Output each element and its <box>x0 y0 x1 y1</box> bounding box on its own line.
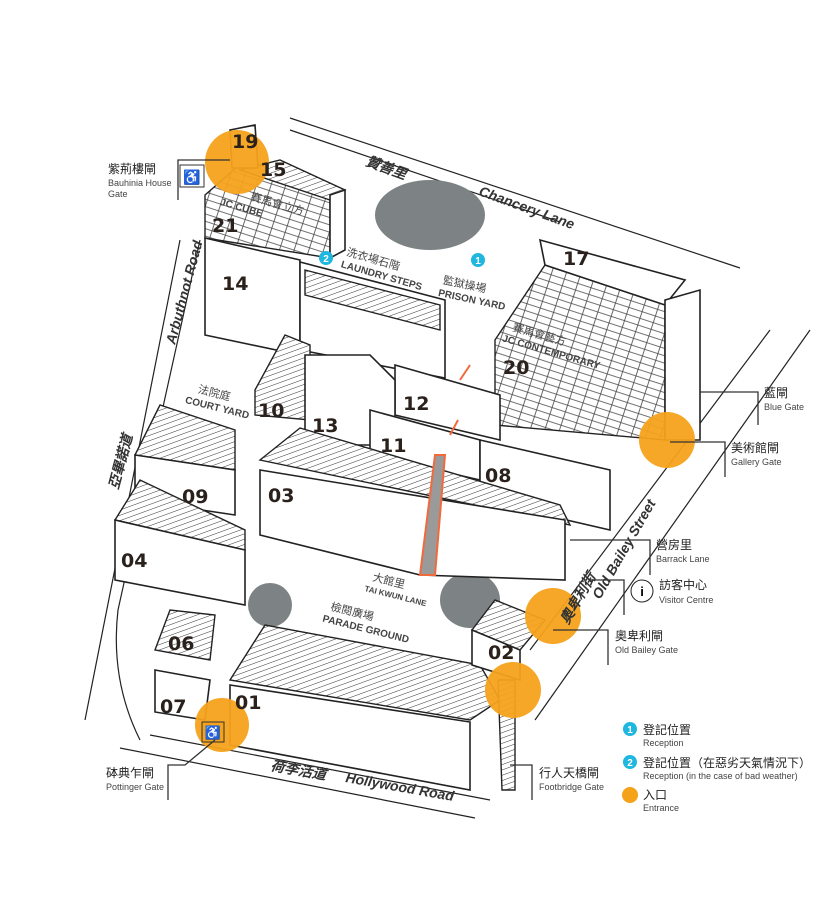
legend-item-reception: 1 登記位置 Reception <box>623 722 691 748</box>
svg-text:行人天橋閘: 行人天橋閘 <box>539 766 599 780</box>
streets <box>84 117 811 819</box>
svg-text:登記位置（在惡劣天氣情況下）: 登記位置（在惡劣天氣情況下） <box>643 755 811 770</box>
svg-text:訪客中心: 訪客中心 <box>659 577 707 592</box>
svg-text:亞畢諾道: 亞畢諾道 <box>105 430 136 491</box>
svg-text:Pottinger Gate: Pottinger Gate <box>106 782 164 792</box>
svg-text:藍閘: 藍閘 <box>764 386 788 400</box>
legend-item-entrance: 入口 Entrance <box>622 787 679 813</box>
building-number: 09 <box>182 486 208 508</box>
svg-text:Arbuthnot Road: Arbuthnot Road <box>162 238 205 346</box>
svg-text:Reception (in the case of bad: Reception (in the case of bad weather) <box>643 771 798 781</box>
svg-text:入口: 入口 <box>643 788 667 802</box>
svg-text:贊善里: 贊善里 <box>364 153 411 183</box>
tai-kwun-lane-path <box>418 454 447 576</box>
info-icon: i <box>630 579 654 603</box>
svg-text:Footbridge Gate: Footbridge Gate <box>539 782 604 792</box>
building-number: 02 <box>488 642 514 664</box>
building-number: 14 <box>222 273 248 295</box>
svg-text:2: 2 <box>323 254 329 265</box>
building-06 <box>154 609 216 661</box>
svg-text:Gallery Gate: Gallery Gate <box>731 457 782 467</box>
building-number: 20 <box>503 357 529 379</box>
reception-badge-2: 2 <box>319 251 333 265</box>
svg-text:i: i <box>640 584 644 599</box>
svg-text:1: 1 <box>627 725 633 736</box>
svg-text:營房里: 營房里 <box>656 537 692 552</box>
building-number: 10 <box>258 400 284 422</box>
entrance-footbridge <box>485 662 541 718</box>
building-number: 17 <box>563 248 589 270</box>
building-number: 03 <box>268 485 294 507</box>
legend-item-reception-bad-weather: 2 登記位置（在惡劣天氣情況下） Reception (in the case … <box>623 755 811 781</box>
svg-text:Barrack Lane: Barrack Lane <box>656 554 710 564</box>
building-number: 06 <box>168 633 194 655</box>
gate-callouts: 紫荊樓閘 Bauhinia House Gate 藍閘 Blue Gate 美術… <box>106 159 804 800</box>
svg-text:紫荊樓閘: 紫荊樓閘 <box>108 161 156 176</box>
svg-text:♿: ♿ <box>183 169 200 186</box>
entrance-gallery <box>639 412 695 468</box>
building-number: 11 <box>380 435 406 457</box>
building-number: 15 <box>260 159 286 181</box>
entrance-bauhinia <box>205 130 269 194</box>
svg-text:Entrance: Entrance <box>643 803 679 813</box>
legend: 1 登記位置 Reception 2 登記位置（在惡劣天氣情況下） Recept… <box>622 722 811 813</box>
svg-text:♿: ♿ <box>205 725 221 740</box>
building-number: 12 <box>403 393 429 415</box>
svg-text:Bauhinia House: Bauhinia House <box>108 178 172 188</box>
reception-badge-1: 1 <box>471 253 485 267</box>
building-number: 08 <box>485 465 511 487</box>
wheelchair-icon: ♿ <box>179 164 205 188</box>
svg-text:Old Bailey Gate: Old Bailey Gate <box>615 645 678 655</box>
svg-text:2: 2 <box>627 758 633 769</box>
building-number: 01 <box>235 692 261 714</box>
svg-text:美術館閘: 美術館閘 <box>731 440 779 455</box>
building-number: 13 <box>312 415 338 437</box>
building-number: 04 <box>121 550 147 572</box>
svg-text:奧卑利閘: 奧卑利閘 <box>615 628 663 643</box>
svg-text:Reception: Reception <box>643 738 684 748</box>
svg-text:Chancery Lane: Chancery Lane <box>477 183 577 232</box>
svg-text:Blue Gate: Blue Gate <box>764 402 804 412</box>
svg-text:1: 1 <box>475 256 481 267</box>
svg-text:登記位置: 登記位置 <box>643 722 691 737</box>
building-number: 19 <box>232 131 258 153</box>
building-number: 21 <box>212 215 238 237</box>
svg-text:砵典乍閘: 砵典乍閘 <box>106 765 154 780</box>
wheelchair-icon: ♿ <box>201 721 225 743</box>
buildings <box>113 124 701 791</box>
svg-text:Visitor Centre: Visitor Centre <box>659 595 713 605</box>
svg-text:Gate: Gate <box>108 189 128 199</box>
building-number: 07 <box>160 696 186 718</box>
building-numbers: 19 15 21 14 17 20 12 10 13 11 08 03 09 0… <box>121 131 589 718</box>
building-03 <box>259 469 566 581</box>
